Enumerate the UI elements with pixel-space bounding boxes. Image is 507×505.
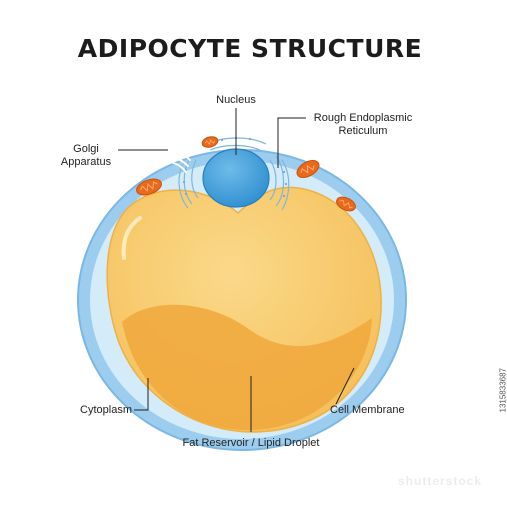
label-rough-er-line1: Rough Endoplasmic — [313, 112, 413, 124]
diagram-title: ADIPOCYTE STRUCTURE — [77, 34, 423, 63]
label-rough-er: Rough Endoplasmic Reticulum — [306, 112, 420, 138]
lipid-droplet-shade — [122, 304, 372, 431]
label-cell-membrane: Cell Membrane — [330, 404, 405, 416]
nucleus — [202, 148, 270, 208]
lipid-highlight — [121, 216, 142, 260]
label-golgi-apparatus: Golgi Apparatus — [55, 143, 117, 169]
label-lipid-droplet: Fat Reservoir / Lipid Droplet — [182, 437, 320, 449]
watermark: shutterstock — [398, 474, 483, 488]
diagram-canvas: ADIPOCYTE STRUCTURE Nucleus Rough Endopl… — [55, 34, 507, 488]
leader-lines — [118, 108, 355, 432]
stock-image-id: 1315833687 — [498, 368, 507, 413]
cell-membrane-leader — [335, 367, 355, 405]
label-cytoplasm: Cytoplasm — [80, 404, 132, 416]
label-nucleus: Nucleus — [216, 94, 256, 106]
adipocyte-illustration — [77, 108, 407, 451]
mitochondria — [136, 136, 356, 212]
label-golgi-line1: Golgi — [73, 143, 99, 155]
cytoplasm-leader — [134, 378, 149, 411]
ribosome-dots — [182, 136, 288, 198]
label-golgi-line2: Apparatus — [60, 156, 112, 168]
rough-er-leader — [277, 117, 306, 168]
label-rough-er-line2: Reticulum — [338, 125, 388, 137]
